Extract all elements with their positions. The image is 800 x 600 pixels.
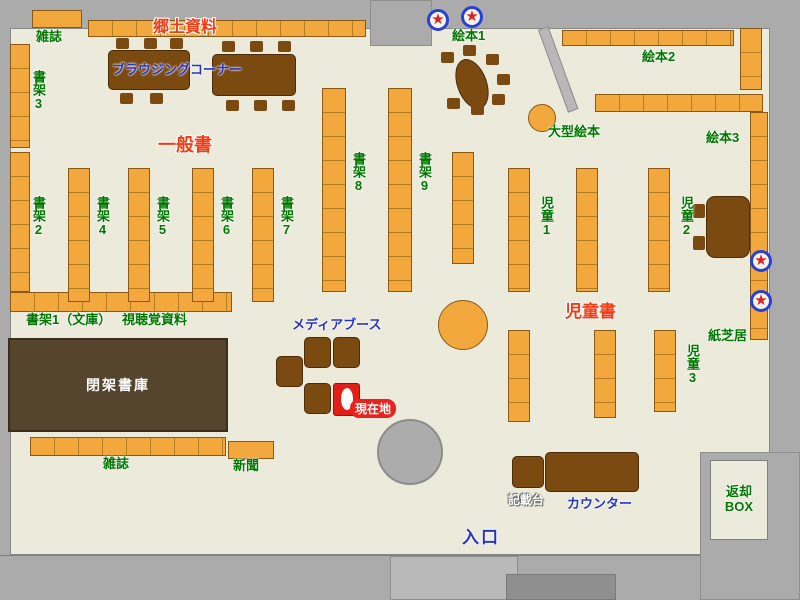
pillar-top: [370, 0, 432, 46]
label-jido1: 児童1: [538, 196, 554, 237]
label-ehon2: 絵本2: [642, 49, 676, 64]
chair: [471, 104, 484, 115]
label-general-books: 一般書: [158, 135, 212, 155]
star-icon: ★: [750, 290, 772, 312]
chair: [278, 41, 291, 52]
shelf-children-low-2: [594, 330, 616, 418]
browsing-table-1: [108, 50, 190, 90]
return-box-label: 返却BOX: [724, 484, 754, 514]
shelf-1-bunko-av-row: [10, 292, 232, 312]
label-local-materials: 郷土資料: [153, 19, 218, 36]
shelf-children-2: [648, 168, 670, 292]
shelf-2-wall: [10, 152, 30, 292]
label-magazines-top: 雑誌: [36, 29, 63, 44]
label-ehon3: 絵本3: [706, 130, 740, 145]
label-shelf7: 書架7: [278, 196, 294, 237]
shelf-children-1: [508, 168, 530, 292]
shelf-4: [68, 168, 90, 302]
chair: [222, 41, 235, 52]
entrance-steps: [506, 574, 616, 600]
media-booth-4: [304, 383, 331, 414]
shelf-children-mid: [576, 168, 598, 292]
label-browsing-corner: ブラウジングコーナー: [112, 62, 243, 77]
pillar-round: [377, 419, 443, 485]
current-location-badge: 現在地: [350, 399, 397, 418]
star-icon: ★: [427, 9, 449, 31]
label-shelf2: 書架2: [30, 196, 46, 237]
chair: [226, 100, 239, 111]
closed-stacks: 閉架書庫: [8, 338, 228, 432]
browsing-table-2: [212, 54, 296, 96]
round-table-center: [438, 300, 488, 350]
label-shelf1-bunko: 書架1（文庫）: [26, 312, 112, 327]
chair: [693, 204, 705, 218]
shelf-magazines-top: [32, 10, 82, 28]
shelf-center: [452, 152, 474, 264]
label-shelf6: 書架6: [218, 196, 234, 237]
star-icon: ★: [750, 250, 772, 272]
shelf-6: [192, 168, 214, 302]
label-magazines-bottom: 雑誌: [103, 456, 130, 471]
chair: [120, 93, 133, 104]
chair: [144, 38, 157, 49]
chair: [486, 54, 499, 65]
shelf-right-wall: [750, 112, 768, 340]
children-reading-table: [706, 196, 750, 258]
chair: [693, 236, 705, 250]
wall-left: [0, 0, 10, 600]
label-shelf5: 書架5: [154, 196, 170, 237]
shelf-9: [388, 88, 412, 292]
chair: [463, 45, 476, 56]
chair: [254, 100, 267, 111]
chair: [492, 94, 505, 105]
shelf-local-materials: [88, 20, 366, 37]
shelf-3-wall: [10, 44, 30, 148]
chair: [116, 38, 129, 49]
return-box-alcove: 返却BOX: [710, 460, 768, 540]
label-audio-visual: 視聴覚資料: [122, 312, 188, 327]
shelf-children-3: [654, 330, 676, 412]
label-shelf4: 書架4: [94, 196, 110, 237]
label-shelf9: 書架9: [416, 152, 432, 193]
entrance-opening: [390, 556, 518, 600]
label-shelf3: 書架3: [30, 70, 46, 111]
chair: [250, 41, 263, 52]
label-counter: カウンター: [567, 496, 633, 511]
label-newspaper: 新聞: [233, 458, 260, 473]
chair: [447, 98, 460, 109]
label-media-booth: メディアブース: [292, 317, 382, 332]
writing-stand-desk: [512, 456, 544, 488]
shelf-7: [252, 168, 274, 302]
media-booth-3: [276, 356, 303, 387]
media-booth-2: [333, 337, 360, 368]
label-ehon1: 絵本1: [452, 28, 486, 43]
shelf-5: [128, 168, 150, 302]
label-jido2: 児童2: [678, 196, 694, 237]
label-children-books: 児童書: [565, 302, 616, 321]
current-seat-icon: [340, 388, 353, 410]
shelf-magazines-bottom: [30, 437, 226, 456]
chair: [150, 93, 163, 104]
chair: [497, 74, 510, 85]
label-large-ehon: 大型絵本: [548, 124, 601, 139]
shelf-topright-corner: [740, 28, 762, 90]
chair: [170, 38, 183, 49]
label-shelf8: 書架8: [350, 152, 366, 193]
chair: [441, 52, 454, 63]
label-kamishibai: 紙芝居: [708, 328, 748, 343]
label-jido3: 児童3: [684, 344, 700, 385]
star-icon: ★: [461, 6, 483, 28]
large-ehon-circle: [528, 104, 556, 132]
closed-stacks-label: 閉架書庫: [86, 377, 150, 393]
shelf-ehon2-wall: [562, 30, 734, 46]
shelf-children-low-1: [508, 330, 530, 422]
counter-desk: [545, 452, 639, 492]
label-writing-stand: 記載台: [508, 493, 545, 507]
media-booth-1: [304, 337, 331, 368]
shelf-newspaper: [228, 441, 274, 459]
chair: [282, 100, 295, 111]
shelf-ehon3-row: [595, 94, 763, 112]
label-entrance: 入口: [462, 528, 500, 547]
shelf-8: [322, 88, 346, 292]
